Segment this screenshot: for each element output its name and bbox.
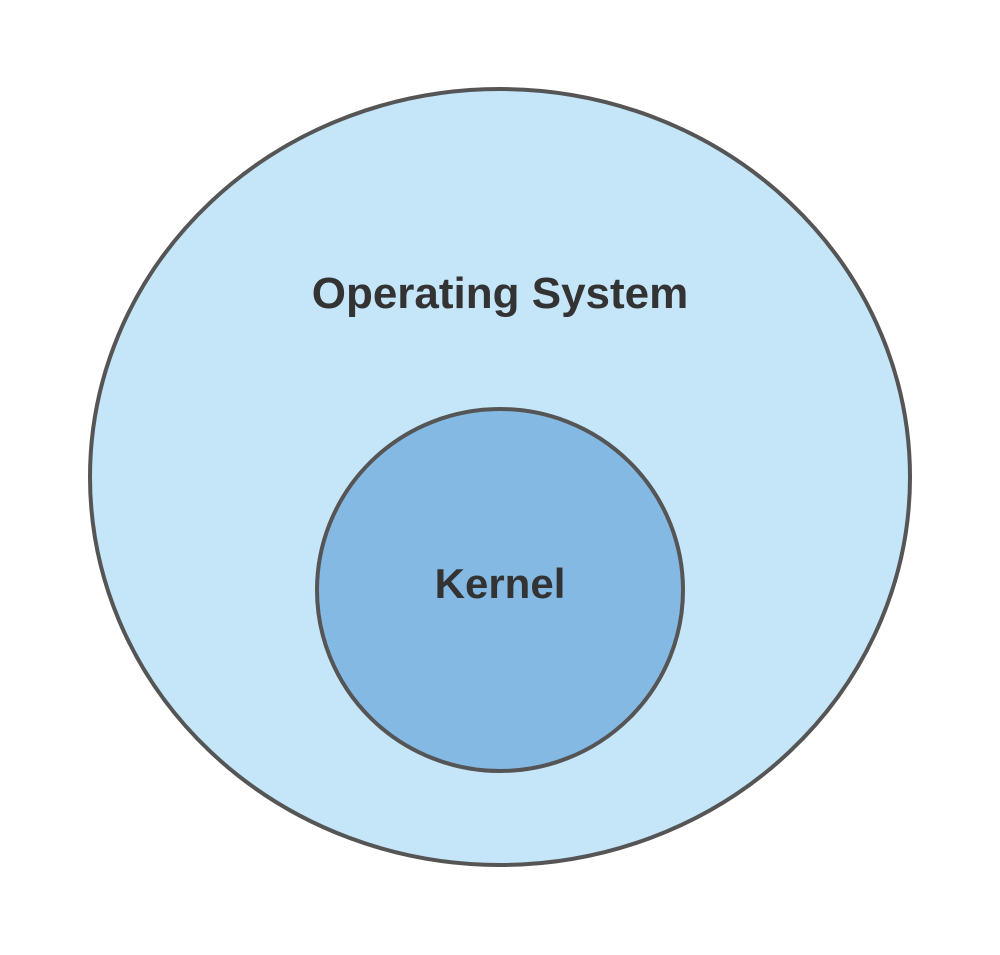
- operating-system-label: Operating System: [312, 269, 689, 318]
- kernel-circle: [315, 407, 685, 773]
- kernel-label: Kernel: [435, 560, 566, 607]
